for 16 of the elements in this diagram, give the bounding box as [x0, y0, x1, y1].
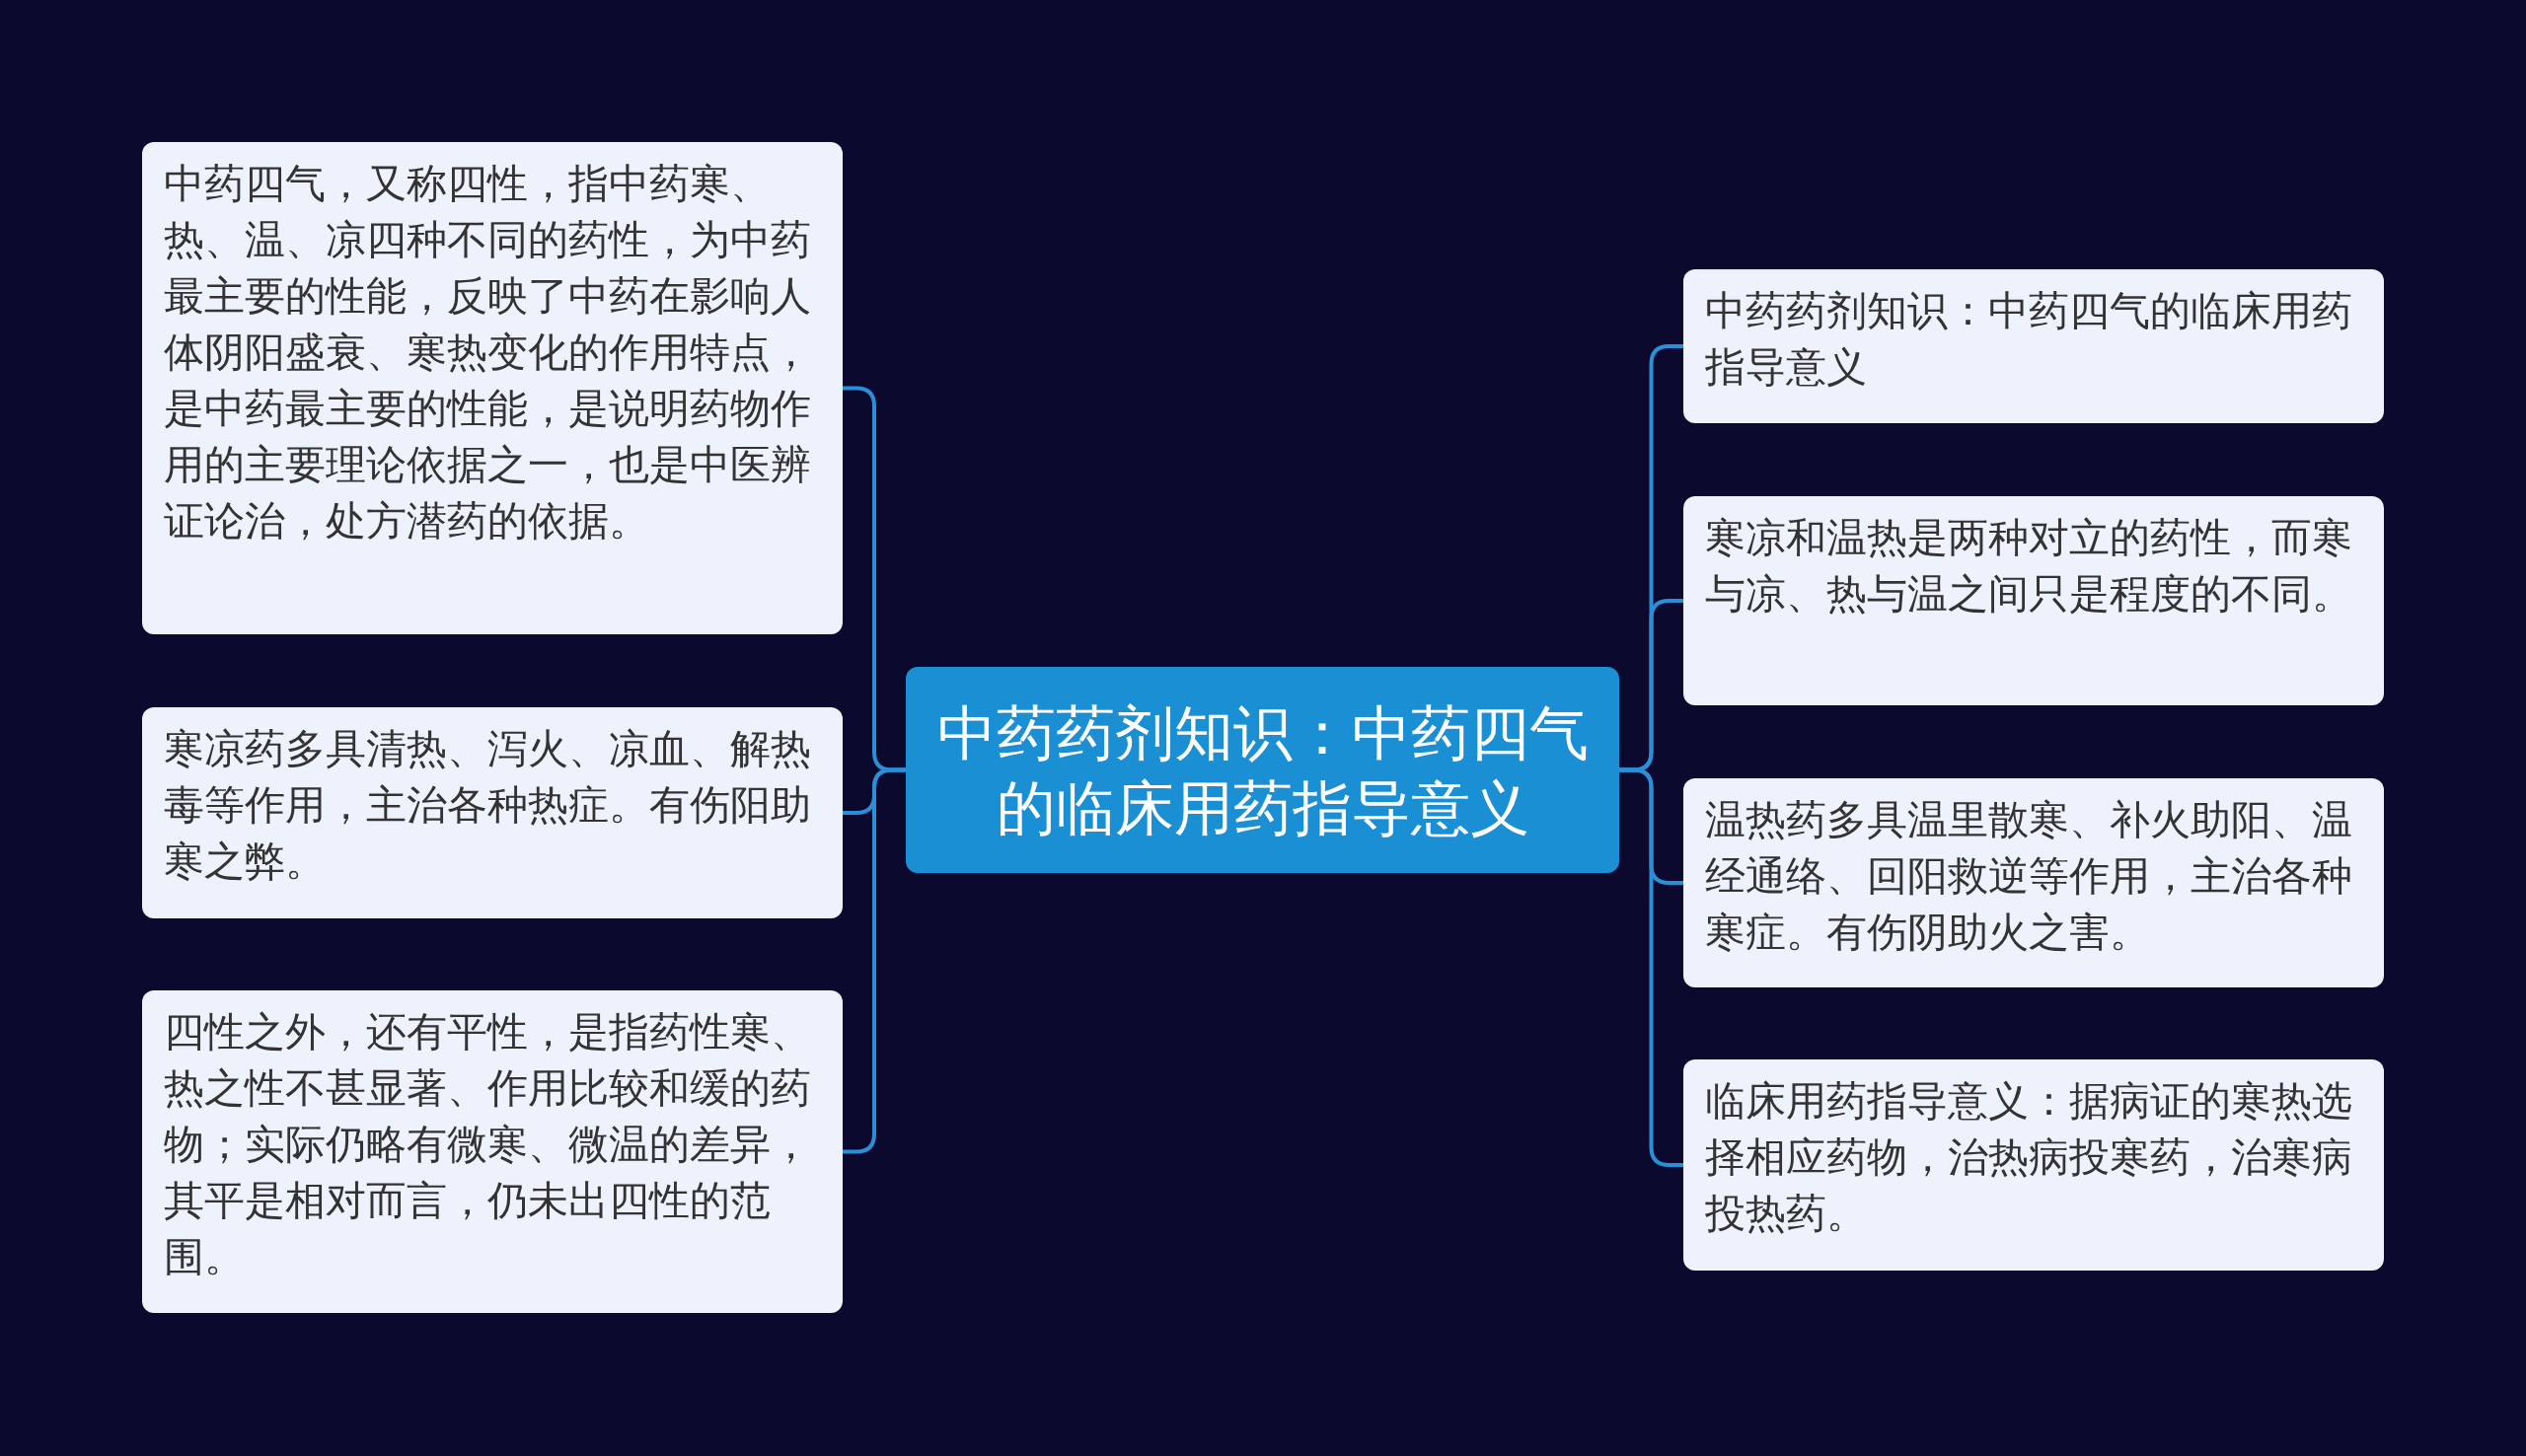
- note-box: [1683, 778, 2384, 987]
- note-text: 临床用药指导意义：据病证的寒热选择相应药物，治热病投寒药，治寒病投热药。: [1705, 1077, 2352, 1237]
- note-text: 中药药剂知识：中药四气的临床用药指导意义: [1705, 287, 2352, 391]
- topic-text: 中药药剂知识：中药四气的临床用药指导意义: [935, 696, 1590, 844]
- note-box: [142, 707, 843, 918]
- topic-box: [906, 667, 1619, 873]
- note-box: [1683, 1059, 2384, 1271]
- note-text: 中药四气，又称四性，指中药寒、热、温、凉四种不同的药性，为中药最主要的性能，反映了中药在影响人体阴阳盛衰、寒热变化的作用特点，是中药最主要的性能，是说明药物作用的主要理论依据之一，也是中医辨证论治，处方潜药的依据。: [164, 160, 811, 545]
- note-box: [142, 142, 843, 634]
- note-text: 寒凉药多具清热、泻火、凉血、解热毒等作用，主治各种热症。有伤阳助寒之弊。: [164, 725, 811, 885]
- note-text: 四性之外，还有平性，是指药性寒、热之性不甚显著、作用比较和缓的药物；实际仍略有微寒、微温的差异，其平是相对而言，仍未出四性的范围。: [164, 1008, 811, 1280]
- note-box: [142, 990, 843, 1313]
- note-box: [1683, 496, 2384, 705]
- note-text: 温热药多具温里散寒、补火助阳、温经通络、回阳救逆等作用，主治各种寒症。有伤阴助火之害。: [1705, 796, 2352, 956]
- note-box: [1683, 269, 2384, 423]
- note-text: 寒凉和温热是两种对立的药性，而寒与凉、热与温之间只是程度的不同。: [1705, 514, 2352, 618]
